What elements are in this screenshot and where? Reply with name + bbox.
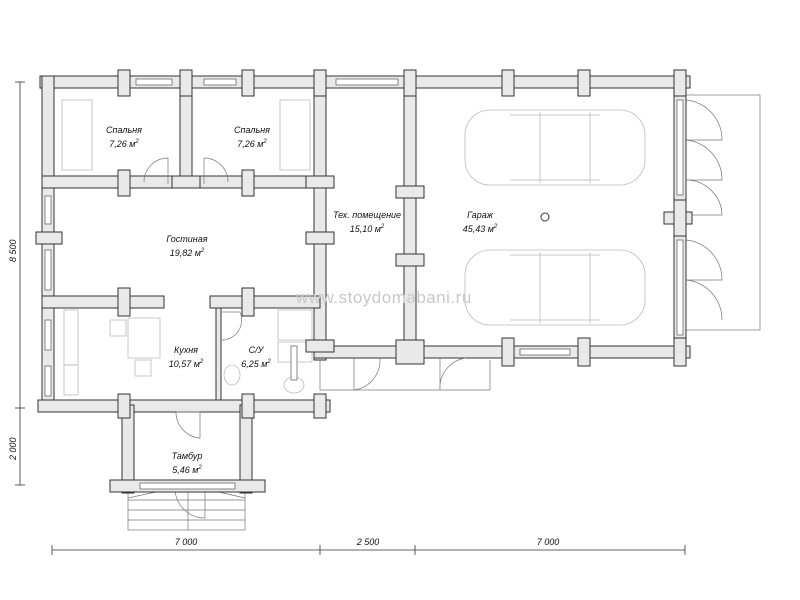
car-2	[464, 249, 646, 326]
dimension-height-1: 8 500	[8, 239, 18, 262]
entrance-steps	[127, 480, 246, 531]
windows	[44, 78, 684, 490]
watermark: www.stoydomabani.ru	[296, 288, 472, 307]
dimension-width-2: 2 500	[356, 537, 380, 547]
terrace-outline	[319, 360, 491, 391]
car-1	[464, 109, 646, 186]
furniture	[61, 99, 313, 396]
dimension-width-3: 7 000	[536, 537, 560, 547]
walls	[35, 69, 693, 494]
doors	[143, 157, 467, 439]
drain-icon	[540, 212, 550, 222]
cars	[464, 109, 646, 326]
dimension-lines	[15, 81, 686, 555]
dimension-width-1: 7 000	[174, 537, 198, 547]
dimension-height-2: 2 000	[8, 437, 18, 460]
garage-gates	[685, 94, 761, 331]
